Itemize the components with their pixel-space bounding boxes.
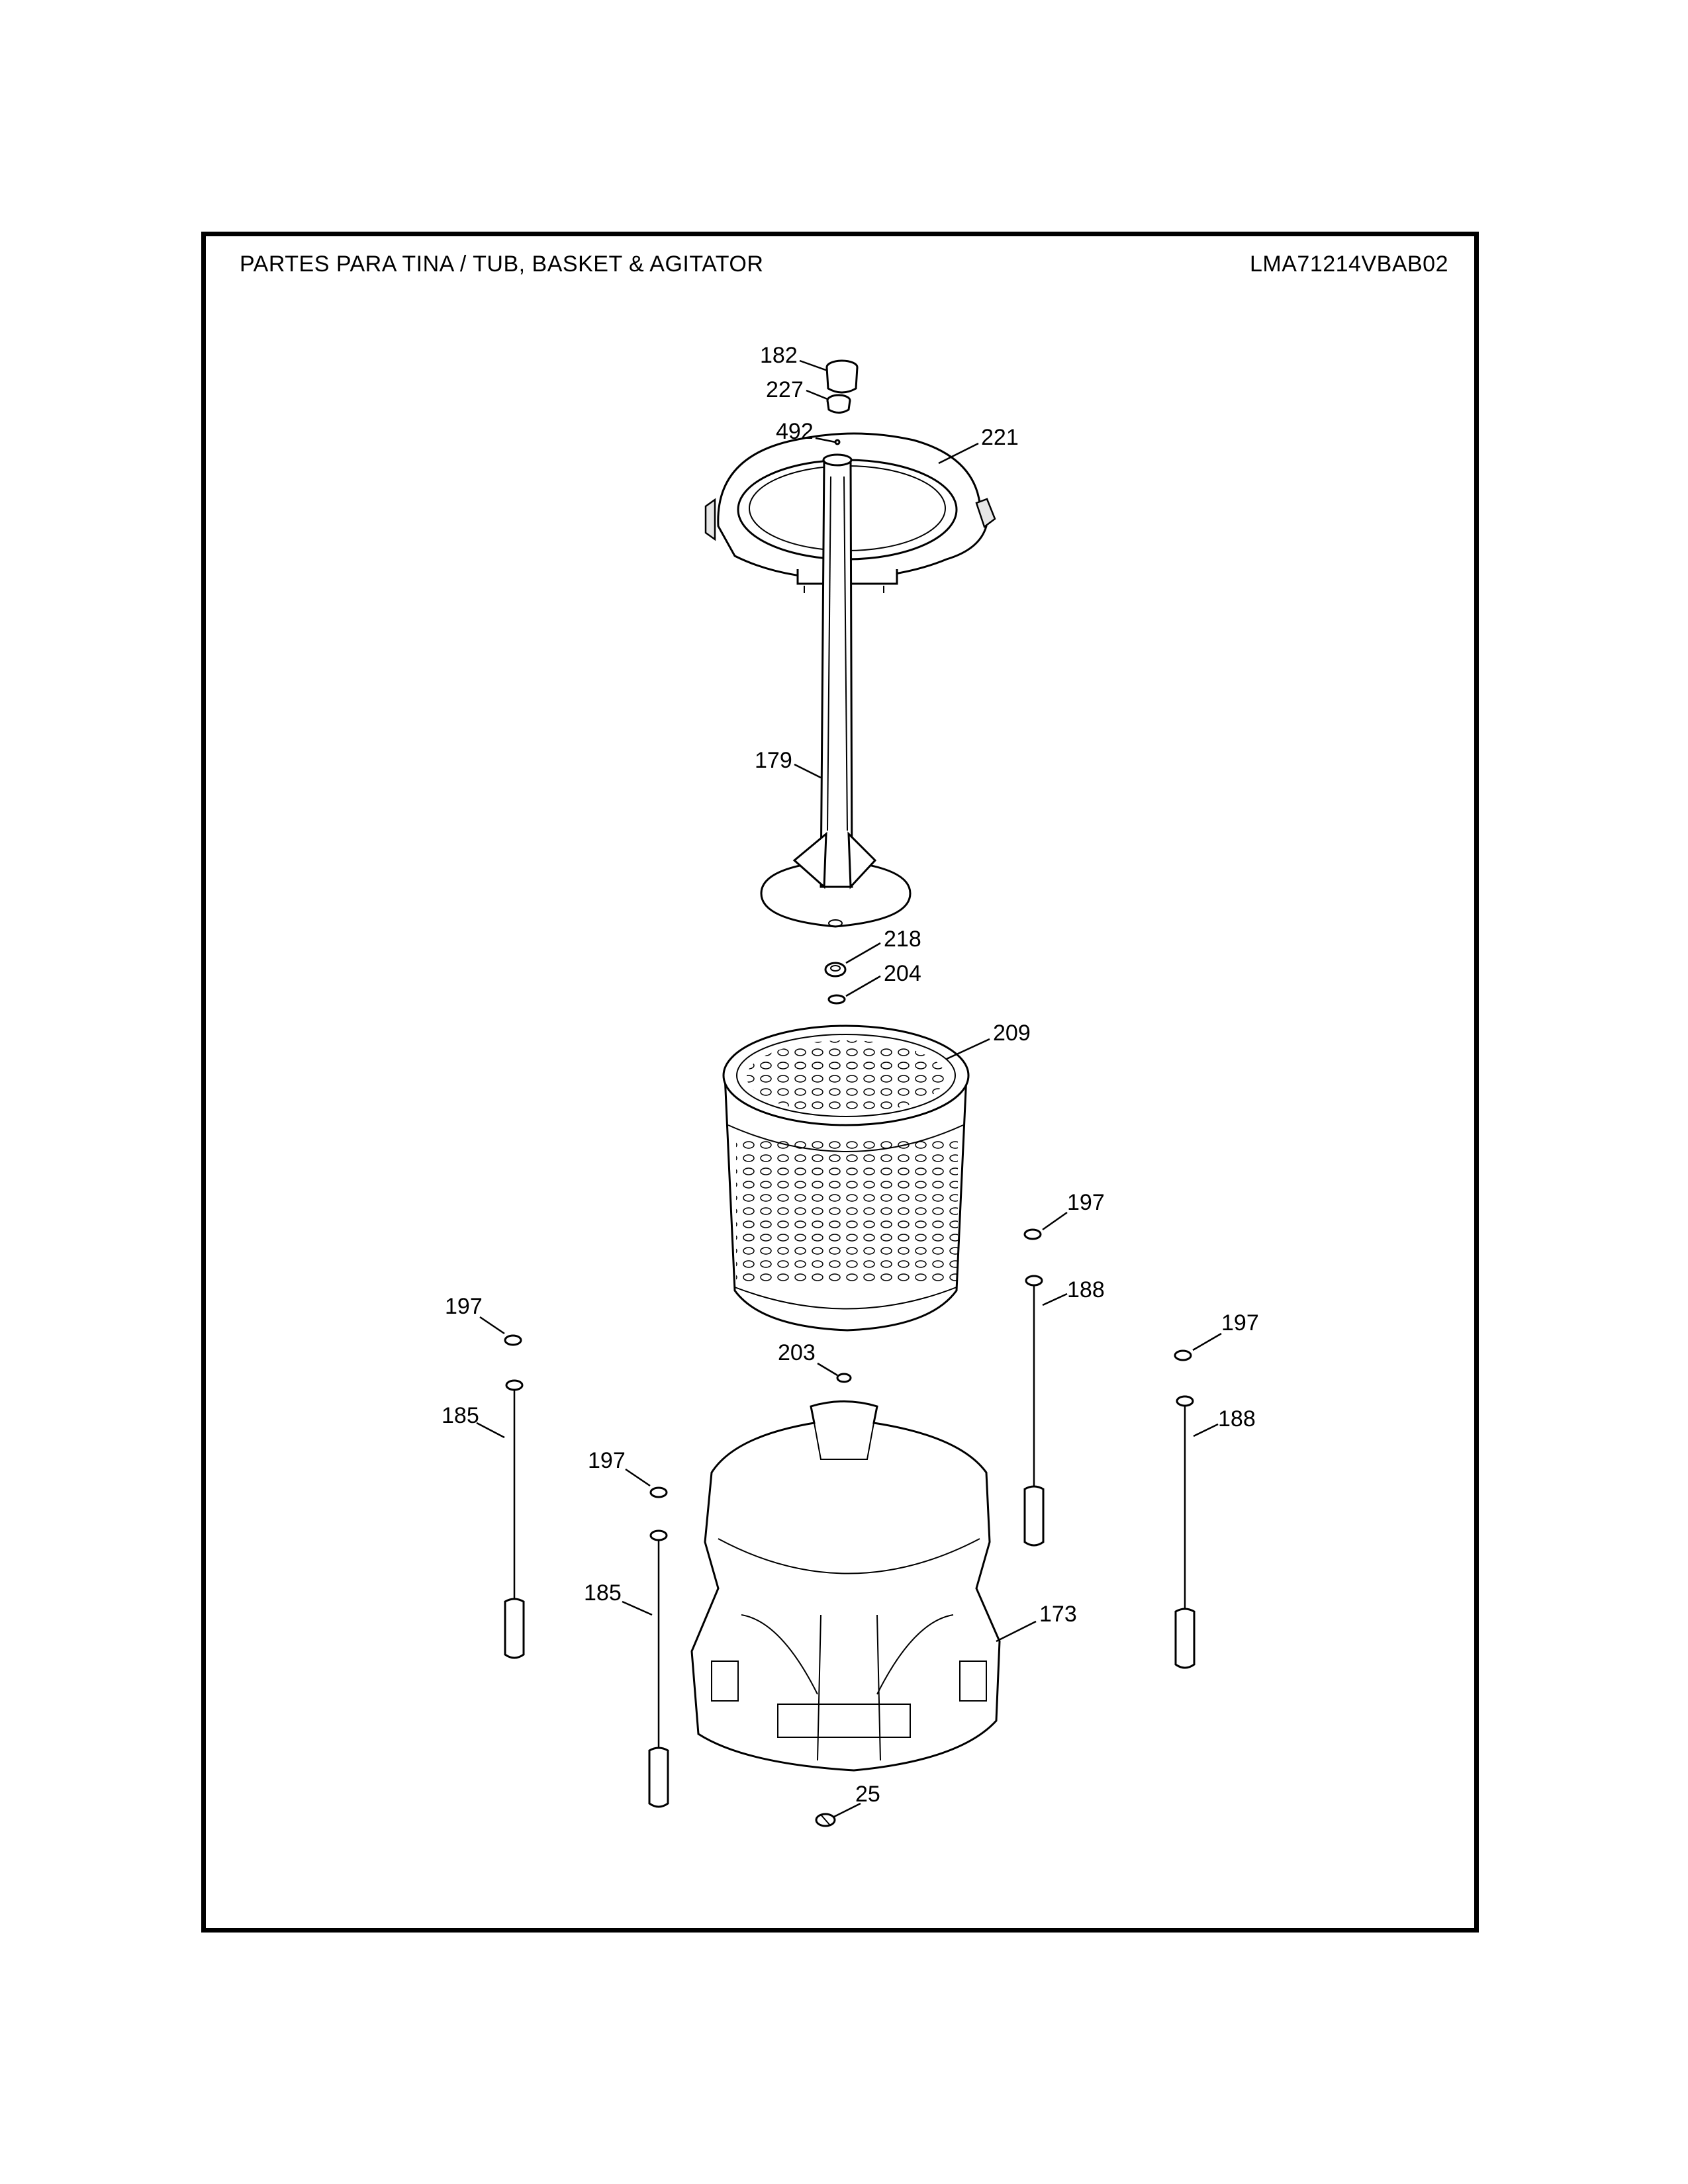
diagram-border: [201, 232, 1479, 1933]
callout-203: 203: [778, 1340, 816, 1365]
callout-197-left: 197: [445, 1294, 483, 1319]
callout-218: 218: [884, 927, 921, 952]
diagram-title: PARTES PARA TINA / TUB, BASKET & AGITATO…: [240, 251, 764, 277]
callout-197-right: 197: [1221, 1310, 1259, 1336]
leader-lines: [476, 359, 1222, 1818]
callout-197-front: 197: [588, 1448, 626, 1473]
callout-188-right: 188: [1218, 1406, 1256, 1432]
callout-182: 182: [760, 343, 798, 368]
callout-185-front: 185: [584, 1580, 622, 1606]
callout-227: 227: [766, 377, 804, 402]
callout-188-upper: 188: [1067, 1277, 1105, 1302]
callout-179: 179: [755, 748, 792, 773]
outer-tub-part: [690, 1400, 1001, 1772]
washer-part: [827, 994, 846, 1005]
suspension-rod-188-upper: [1023, 1228, 1045, 1547]
callout-173: 173: [1039, 1602, 1077, 1627]
callout-204: 204: [884, 961, 921, 986]
callout-185-left: 185: [442, 1403, 479, 1428]
nut-part: [824, 962, 847, 978]
suspension-rod-185-front: [648, 1486, 669, 1808]
small-washer-part: [836, 1373, 852, 1383]
agitator-cap-part: [825, 359, 859, 394]
callout-221: 221: [981, 425, 1019, 450]
pulsator-part: [760, 453, 912, 928]
model-number: LMA71214VBAB02: [1250, 251, 1448, 277]
wash-basket-part: [722, 1024, 970, 1332]
screw-part: [834, 439, 841, 445]
callout-209: 209: [993, 1021, 1031, 1046]
callout-197-upper: 197: [1067, 1190, 1105, 1215]
suspension-rod-188-right: [1174, 1349, 1196, 1669]
suspension-rod-185-left: [504, 1334, 525, 1659]
callout-25: 25: [855, 1782, 880, 1807]
bearing-ring-part: [826, 394, 851, 414]
clip-part: [815, 1813, 836, 1827]
callout-492: 492: [776, 419, 814, 444]
